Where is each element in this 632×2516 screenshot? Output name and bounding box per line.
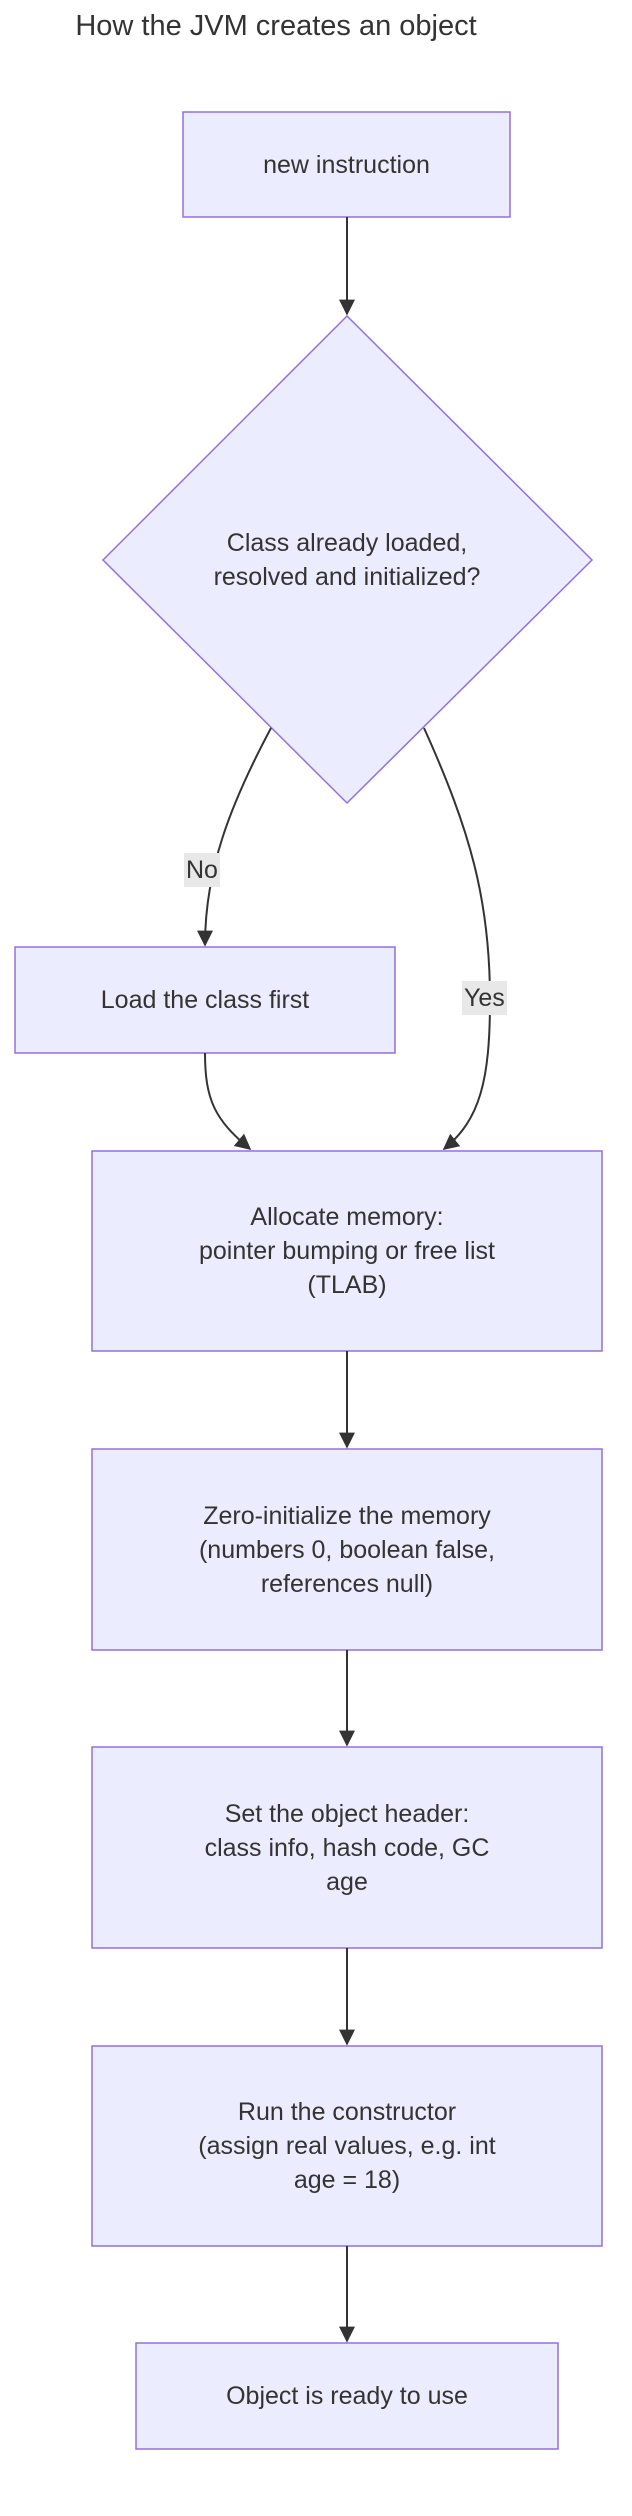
node-ready-label: Object is ready to use (226, 2382, 468, 2410)
diagram-title: How the JVM creates an object (75, 10, 477, 42)
node-start (182, 111, 511, 218)
edge-decision-to-load (197, 727, 272, 947)
node-ready (135, 2342, 559, 2450)
node-decision (101, 314, 594, 805)
node-zero-label: Zero-initialize the memory (numbers 0, b… (198, 1501, 495, 1598)
node-constructor (91, 2045, 603, 2247)
node-allocate (91, 1150, 603, 1352)
node-decision-label: Class already loaded, resolved and initi… (213, 529, 481, 591)
node-start-label: new instruction (263, 150, 430, 179)
node-zero (91, 1448, 603, 1651)
edge-load-to-allocate (204, 1052, 252, 1151)
node-allocate-label: Allocate memory: pointer bumping or free… (199, 1203, 495, 1299)
edge-label-no: No (184, 853, 220, 887)
edge-decision-to-allocate (423, 727, 492, 1151)
node-load (14, 946, 396, 1054)
node-load-label: Load the class first (100, 986, 310, 1014)
node-header (91, 1746, 603, 1949)
node-constructor-label: Run the constructor (assign real values,… (198, 2098, 496, 2194)
edge-label-yes: Yes (462, 981, 507, 1015)
node-header-label: Set the object header: class info, hash … (204, 1799, 490, 1896)
